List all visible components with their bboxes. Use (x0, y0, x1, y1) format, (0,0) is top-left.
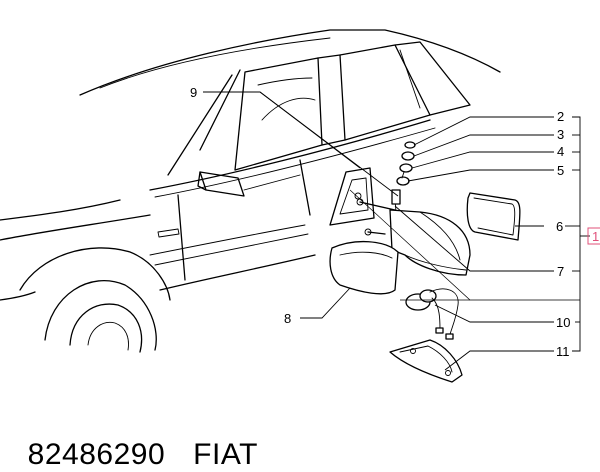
callout-2: 2 (557, 109, 564, 124)
part-2-5-fasteners (396, 141, 416, 186)
screws (356, 189, 401, 236)
callout-5: 5 (557, 163, 564, 178)
callout-leaders (203, 91, 590, 371)
callout-8: 8 (284, 311, 291, 326)
part-11-base-plate (389, 339, 463, 383)
exploded-parts-diagram: 9 2 3 4 5 6 7 8 10 11 1 (0, 29, 600, 383)
svg-text:1: 1 (592, 229, 599, 244)
car-outline (0, 29, 501, 353)
brand-name: FIAT (193, 438, 258, 471)
part-6-mirror-glass (466, 192, 521, 241)
callout-11: 11 (556, 344, 570, 359)
part-9-bracket (329, 167, 375, 226)
callout-4: 4 (557, 144, 564, 159)
part-7-mirror-housing (389, 209, 471, 276)
callout-10: 10 (556, 315, 570, 330)
callout-1: 1 (587, 227, 600, 245)
part-10-motor-cable (405, 288, 459, 340)
part-number: 82486290 (27, 438, 166, 471)
callout-7: 7 (557, 264, 564, 279)
part-caption: 82486290 FIAT (10, 404, 258, 472)
callout-9: 9 (190, 85, 197, 100)
callout-6: 6 (556, 219, 563, 234)
callout-3: 3 (557, 127, 564, 142)
part-8-mirror-cover (329, 240, 399, 295)
